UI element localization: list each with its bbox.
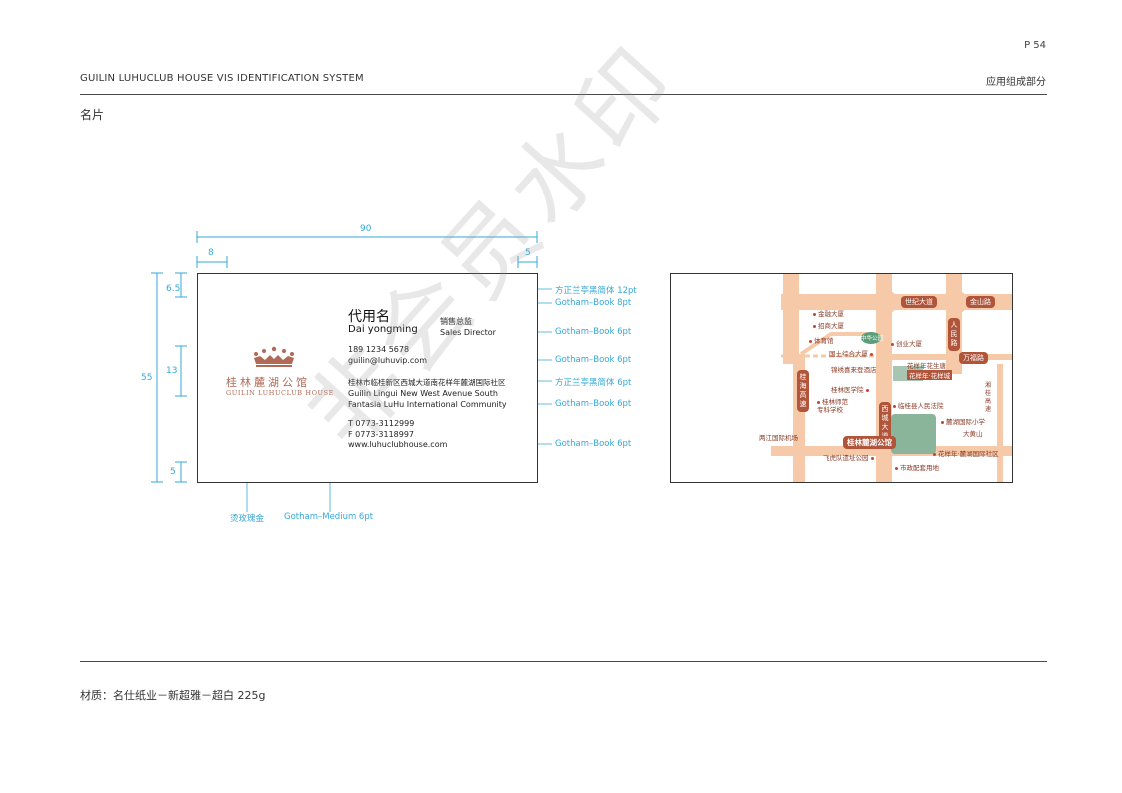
dim-bottom: 5 [170,467,176,477]
dim-height: 55 [141,373,153,383]
footer-rule [80,661,1047,662]
map-poi-huashengtang: 花样年花生唐 [907,362,946,370]
map-poi-sheraton: 锦绣喜来登酒店 [831,366,877,374]
dim-top: 6.5 [166,284,181,294]
card-address-cn: 桂林市临桂新区西城大道南花样年麓湖国际社区 [348,378,506,387]
dim-width: 90 [360,224,372,234]
dim-right-margin: 5 [525,248,531,258]
map-poi-zhonghua-park: 中华公园 [861,336,884,342]
crown-logo-icon [254,346,294,367]
map-road-west-left [783,274,799,364]
card-name-cn: 代用名 [348,309,390,325]
card-fax: F 0773-3118997 [348,430,415,439]
map-road-label-xianggui: 湘桂高速 [985,382,992,413]
map-poi-feihudui: 飞虎队遗址公园 [823,452,876,462]
card-title-cn: 销售总监 [440,317,472,326]
map-poi-guotu: 国土综合大厦 [829,348,875,358]
map-poi-school: 麓湖国际小学 [941,416,985,426]
card-address-en-1: Guilin Lingui New West Avenue South [348,389,498,398]
map-road-xianggui [997,364,1003,482]
map-poi-court: 临桂县人民法院 [893,400,944,410]
map-poi-huayangcheng: 花样年·花样城 [907,370,953,380]
logo-name-cn: 桂林麓湖公馆 [226,376,310,389]
card-email: guilin@luhuvip.com [348,356,427,365]
map-poi-chuangye: 创业大厦 [891,338,922,348]
header-rule [80,94,1047,95]
annotation-font-contact: Gotham–Book 6pt [555,355,632,365]
dim-left-margin: 8 [208,248,214,258]
annotation-font-address-en: Gotham–Book 6pt [555,399,632,409]
map-road-label-century: 世纪大道 [901,296,937,308]
card-web: www.luhuclubhouse.com [348,440,448,449]
system-title: GUILIN LUHUCLUB HOUSE VIS IDENTIFICATION… [80,73,364,84]
annotation-font-name-cn: 方正兰亭黑简体 12pt [555,286,637,296]
map-poi-gym: 体育馆 [809,335,834,345]
map-road-label-jinshan: 金山路 [966,296,995,308]
page-number: P 54 [1024,40,1046,51]
dim-logo-block: 13 [166,366,178,376]
card-title-en: Sales Director [440,328,496,337]
card-address-en-2: Fantasia LuHu International Community [348,400,507,409]
map-poi-dahuangshan: 大黄山 [963,430,983,438]
subsection-title: 名片 [80,108,105,122]
logo-name-en: GUILIN LUHUCLUB HOUSE [226,389,334,397]
annotation-font-address-cn: 方正兰亭黑简体 6pt [555,378,632,388]
business-card-front [197,273,538,483]
map-poi-normal-college: 桂林师范专科学校 [817,398,848,414]
map-poi-municipal: 市政配套用地 [895,462,939,472]
map-poi-medical: 桂林医学院 [831,384,871,394]
section-title: 应用组成部分 [986,77,1046,88]
annotation-logo-finish: 烫玫瑰金 [230,514,265,524]
card-mobile: 189 1234 5678 [348,345,410,354]
map-road-label-wanfu: 万福路 [959,352,988,364]
map-poi-zhaoshang: 招商大厦 [813,320,844,330]
annotation-font-name-en: Gotham–Book 8pt [555,298,632,308]
annotation-font-medium: Gotham–Medium 6pt [284,512,374,522]
annotation-font-title: Gotham–Book 6pt [555,327,632,337]
map-road-label-renmin: 人民路 [948,318,960,351]
map-highlight-luhu-house: 桂林麓湖公馆 [843,436,896,449]
map-poi-airport: 两江国际机场 [759,434,798,442]
card-tel: T 0773-3112999 [348,419,415,428]
business-card-back-map: 世纪大道 金山路 人民路 万福路 桂海高速 西城大道 湘桂高速 金融大厦 招商大… [670,273,1013,483]
map-poi-finance: 金融大厦 [813,308,844,318]
annotation-font-web: Gotham–Book 6pt [555,439,632,449]
material-note: 材质：名仕纸业－新超雅－超白 225g [80,689,266,702]
map-poi-luhu-community: 花样年·麓湖国际社区 [933,448,999,458]
map-road-label-guihai: 桂海高速 [797,370,809,412]
card-name-en: Dai yongming [348,324,418,335]
